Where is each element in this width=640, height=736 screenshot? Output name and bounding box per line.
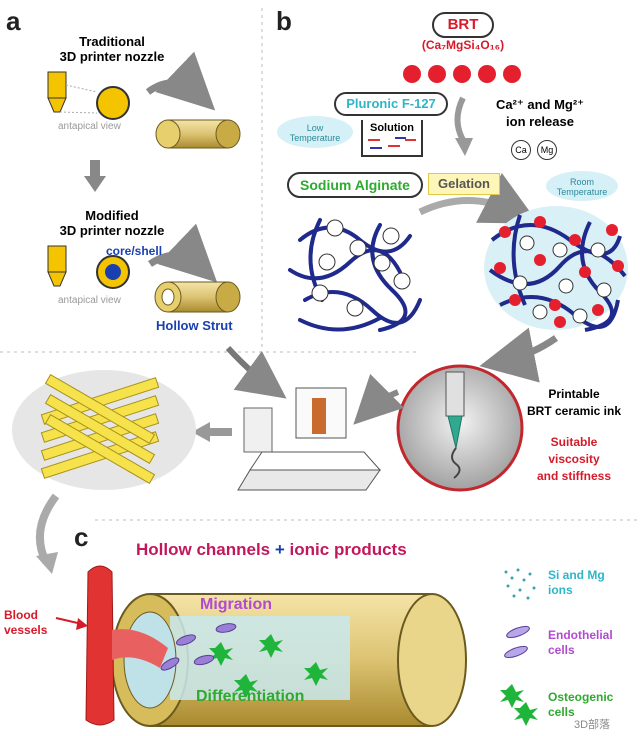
3d-printer-image <box>237 387 382 491</box>
low-temp-cloud-icon <box>277 116 353 148</box>
panel-c-title: Hollow channels + ionic products <box>136 540 407 560</box>
hollow-strut-label: Hollow Strut <box>156 318 233 333</box>
antapical-view-label-2: antapical view <box>58 295 121 306</box>
endothelial-legend-icon <box>504 625 530 659</box>
blood-vessel-image <box>85 565 168 726</box>
panel-dividers <box>0 8 640 521</box>
solution-label: Solution <box>370 122 414 134</box>
solid-strut-crosssection-icon <box>96 86 130 120</box>
brt-label: BRT <box>432 12 494 38</box>
hollow-strut-cylinder-icon <box>154 281 241 313</box>
migration-label: Migration <box>200 596 272 613</box>
watermark: 3D部落 <box>574 719 611 731</box>
printable-ink-label: Printable BRT ceramic ink <box>526 387 622 418</box>
hollow-channel-cylinder-image <box>111 593 467 727</box>
core-shell-crosssection-icon <box>96 255 130 289</box>
ion-release-label: Ca²⁺ and Mg²⁺ ion release <box>495 97 585 129</box>
title-hollow-channels: Hollow channels <box>136 540 271 559</box>
solution-beaker-icon <box>361 120 423 157</box>
room-temp-cloud-icon <box>546 171 618 201</box>
gelation-label: Gelation <box>428 173 500 195</box>
ca-ion-icon: Ca <box>511 140 531 160</box>
legend-endothelial-label: Endothelial cells <box>548 628 613 657</box>
sodium-alginate-label: Sodium Alginate <box>287 172 423 198</box>
si-mg-ions-icon <box>504 568 536 600</box>
traditional-nozzle-title: Traditional 3D printer nozzle <box>59 34 165 64</box>
modified-nozzle-title: Modified 3D printer nozzle <box>59 208 165 238</box>
solid-strut-cylinder-icon <box>155 119 241 149</box>
blood-vessels-label: Blood vessels <box>4 608 48 637</box>
room-temperature-label: Room Temperature <box>556 177 608 197</box>
differentiation-label: Differentiation <box>196 688 305 705</box>
title-plus: + <box>274 540 285 559</box>
osteogenic-legend-icon <box>500 684 538 726</box>
scaffold-lattice-icon <box>12 370 196 490</box>
pluronic-label: Pluronic F-127 <box>334 92 448 116</box>
mg-ion-icon: Mg <box>537 140 557 160</box>
legend-osteogenic-label: Osteogenic cells <box>548 690 614 719</box>
endothelial-cells-icon <box>160 623 237 671</box>
modified-nozzle-icon <box>47 245 67 287</box>
antapical-view-label-1: antapical view <box>58 121 121 132</box>
ink-dish-image <box>396 364 524 492</box>
na-ions-icon <box>311 219 411 317</box>
brt-formula: (Ca₇MgSi₄O₁₆) <box>421 38 505 52</box>
suitable-viscosity-label: Suitable viscosity and stiffness <box>536 435 611 483</box>
panel-b-label: b <box>276 6 292 36</box>
osteogenic-cells-icon <box>209 634 328 698</box>
core-shell-label: core/shell <box>106 244 163 258</box>
legend-ions-label: Si and Mg ions <box>548 568 605 597</box>
panel-a-label: a <box>6 6 21 36</box>
title-ionic-products: ionic products <box>289 540 407 559</box>
panel-c-label: c <box>74 522 89 552</box>
low-temperature-label: Low Temperature <box>289 123 341 143</box>
brt-particles-icon <box>403 65 521 83</box>
gel-network-icon <box>484 206 628 332</box>
traditional-nozzle-icon <box>47 71 67 113</box>
